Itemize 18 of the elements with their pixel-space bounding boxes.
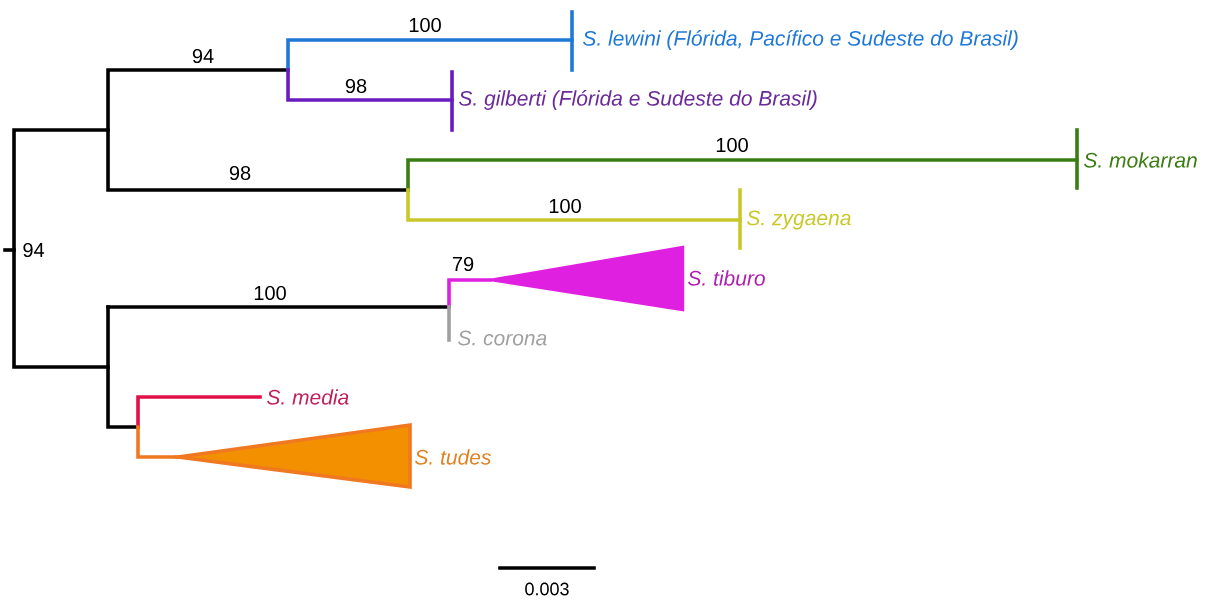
support-value: 79 [452,256,474,272]
taxon-label: S. gilberti (Flórida e Sudeste do Brasil) [459,90,817,110]
taxon-label: S. zygaena [747,210,851,230]
support-value: 94 [192,48,214,64]
scale-label: 0.003 [525,582,569,596]
support-value: 98 [345,78,367,94]
taxon-label: S. corona [458,330,547,346]
support-value: 98 [229,165,251,181]
support-value: 100 [716,137,748,153]
support-value: 100 [254,285,286,301]
taxon-label: S. mokarran [1084,152,1197,168]
taxon-label: S. media [267,389,349,405]
taxon-label: S. tudes [415,449,491,465]
support-value: 94 [23,242,45,258]
support-value: 100 [549,198,581,214]
taxon-label: S. lewini (Flórida, Pacífico e Sudeste do Brasil) [583,30,1018,50]
taxon-label: S. tiburo [688,270,765,286]
support-value: 100 [409,17,441,33]
